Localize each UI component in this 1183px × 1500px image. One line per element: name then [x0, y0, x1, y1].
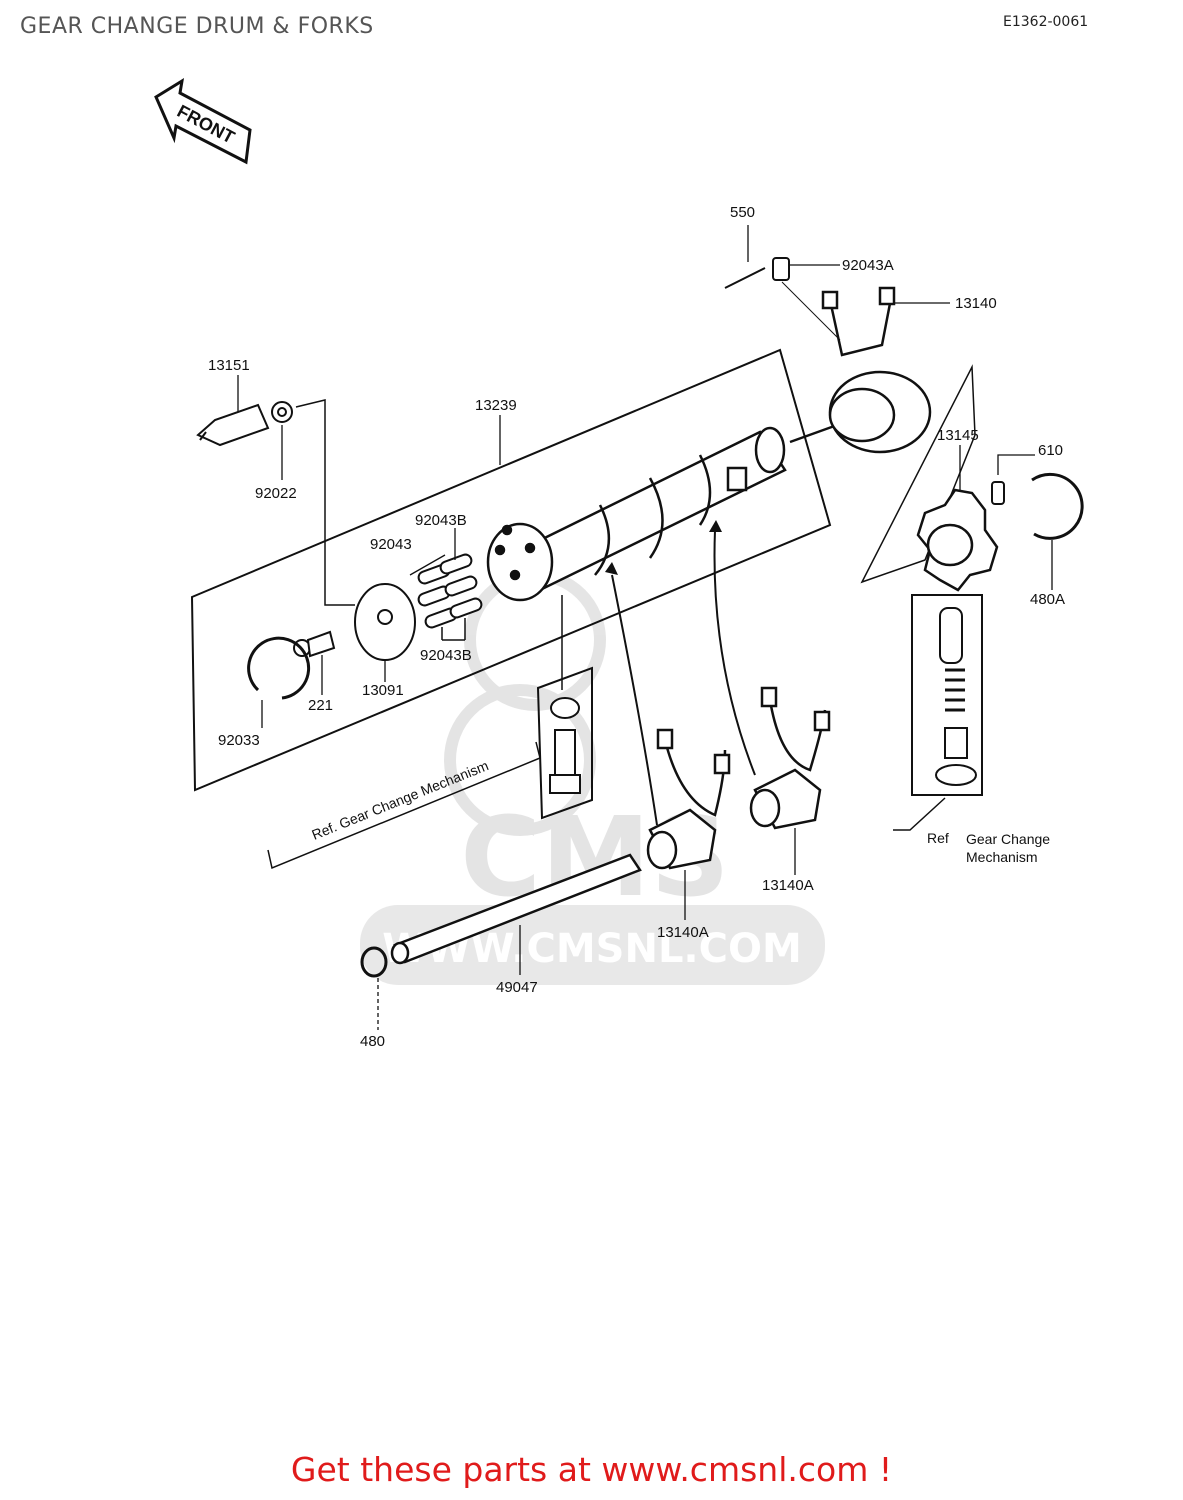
ref-note-right-line1: Gear Change: [966, 831, 1050, 847]
circlip-480A: [1031, 472, 1084, 540]
fork-arrow-left: [611, 574, 658, 826]
bolt-parts: [549, 595, 581, 794]
part-label-221: 221: [308, 697, 333, 714]
shift-fork-right: [749, 686, 831, 830]
ref-note-right-prefix: Ref: [927, 830, 949, 846]
ref-note-right-line2: Mechanism: [966, 849, 1038, 865]
part-label-92043B-bottom: 92043B: [420, 647, 472, 664]
footer-cta-link[interactable]: Get these parts at www.cmsnl.com !: [290, 1450, 893, 1489]
positioner-frame: [911, 594, 983, 796]
shift-rod: [390, 853, 642, 965]
page-title: GEAR CHANGE DRUM & FORKS: [20, 14, 374, 39]
part-label-610: 610: [1038, 442, 1063, 459]
part-label-550: 550: [730, 204, 755, 221]
part-label-13140A-right: 13140A: [762, 877, 814, 894]
front-arrow-icon: FRONT: [154, 77, 252, 165]
part-label-13140A-left: 13140A: [657, 924, 709, 941]
stopper-13145: [916, 488, 999, 592]
part-label-13151: 13151: [208, 357, 250, 374]
leader-lines: [237, 225, 1053, 1030]
part-label-480: 480: [360, 1033, 385, 1050]
drum-pins: [417, 553, 483, 641]
part-label-13239: 13239: [475, 397, 517, 414]
drum-assembly-frame: [190, 348, 832, 792]
part-label-13140: 13140: [955, 295, 997, 312]
part-label-92043A: 92043A: [842, 257, 894, 274]
part-label-49047: 49047: [496, 979, 538, 996]
shift-fork-top: [821, 286, 932, 454]
shift-fork-left: [646, 728, 731, 870]
bolt-frame: [536, 666, 593, 820]
drum-plate: [354, 583, 416, 661]
screw-221: [293, 630, 336, 658]
part-label-92043B-top: 92043B: [415, 512, 467, 529]
pin-610: [991, 481, 1005, 505]
stopper-frame: [860, 364, 976, 584]
part-label-92033: 92033: [218, 732, 260, 749]
part-label-92043: 92043: [370, 536, 412, 553]
part-label-480A: 480A: [1030, 591, 1065, 608]
part-label-92022: 92022: [255, 485, 297, 502]
neutral-switch: [196, 401, 293, 447]
circlip-480: [360, 946, 388, 978]
circlip-92033: [247, 636, 311, 700]
positioner-parts: [935, 607, 977, 786]
part-label-13091: 13091: [362, 682, 404, 699]
shift-drum: [486, 413, 866, 602]
pin-550: [724, 257, 841, 341]
fork-arrow-right: [713, 529, 756, 776]
part-label-13145: 13145: [937, 427, 979, 444]
parts-diagram: WWW.CMSNL.COM CMS FRONT: [154, 77, 1084, 1050]
diagram-code: E1362-0061: [1003, 14, 1089, 30]
